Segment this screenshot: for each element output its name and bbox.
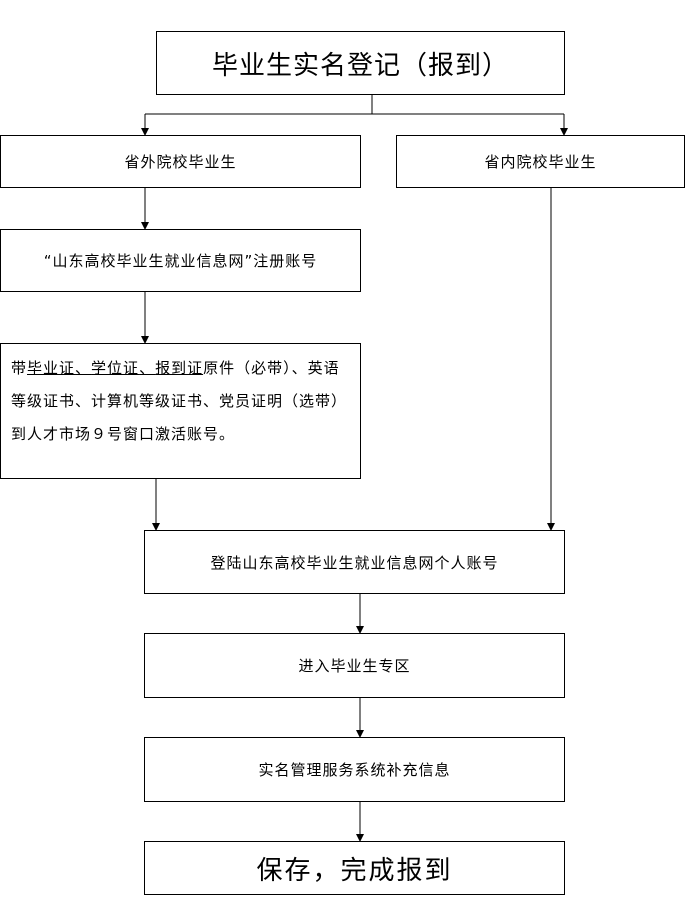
- doc-separator-1: 、: [75, 359, 92, 377]
- in-province-label: 省内院校毕业生: [484, 153, 597, 171]
- out-of-province-label: 省外院校毕业生: [124, 153, 237, 171]
- supplement-box: 实名管理服务系统补充信息: [144, 737, 565, 802]
- documents-prefix: 带: [11, 359, 28, 377]
- supplement-label: 实名管理服务系统补充信息: [258, 761, 451, 779]
- doc-degree-certificate: 学位证: [91, 359, 140, 377]
- doc-separator-2: 、: [139, 359, 156, 377]
- enter-box: 进入毕业生专区: [144, 633, 565, 698]
- documents-box: 带毕业证、学位证、报到证原件（必带）、英语等级证书、计算机等级证书、党员证明（选…: [0, 343, 361, 479]
- register-box: “山东高校毕业生就业信息网”注册账号: [0, 229, 361, 292]
- in-province-box: 省内院校毕业生: [396, 135, 685, 188]
- finish-box: 保存，完成报到: [144, 841, 565, 895]
- doc-report-certificate: 报到证: [155, 359, 204, 377]
- title-box: 毕业生实名登记（报到）: [156, 31, 565, 95]
- login-box: 登陆山东高校毕业生就业信息网个人账号: [144, 530, 565, 594]
- finish-label: 保存，完成报到: [256, 855, 453, 886]
- login-label: 登陆山东高校毕业生就业信息网个人账号: [210, 553, 499, 572]
- documents-text: 带毕业证、学位证、报到证原件（必带）、英语等级证书、计算机等级证书、党员证明（选…: [11, 352, 354, 451]
- doc-graduation-certificate: 毕业证: [27, 359, 76, 377]
- title-text: 毕业生实名登记（报到）: [211, 50, 509, 81]
- enter-label: 进入毕业生专区: [298, 657, 411, 675]
- out-of-province-box: 省外院校毕业生: [0, 135, 361, 188]
- register-label: “山东高校毕业生就业信息网”注册账号: [43, 252, 318, 270]
- documents-rest: 原件（必带）、英语等级证书、计算机等级证书、党员证明（选带）到人才市场９号窗口激…: [11, 359, 348, 443]
